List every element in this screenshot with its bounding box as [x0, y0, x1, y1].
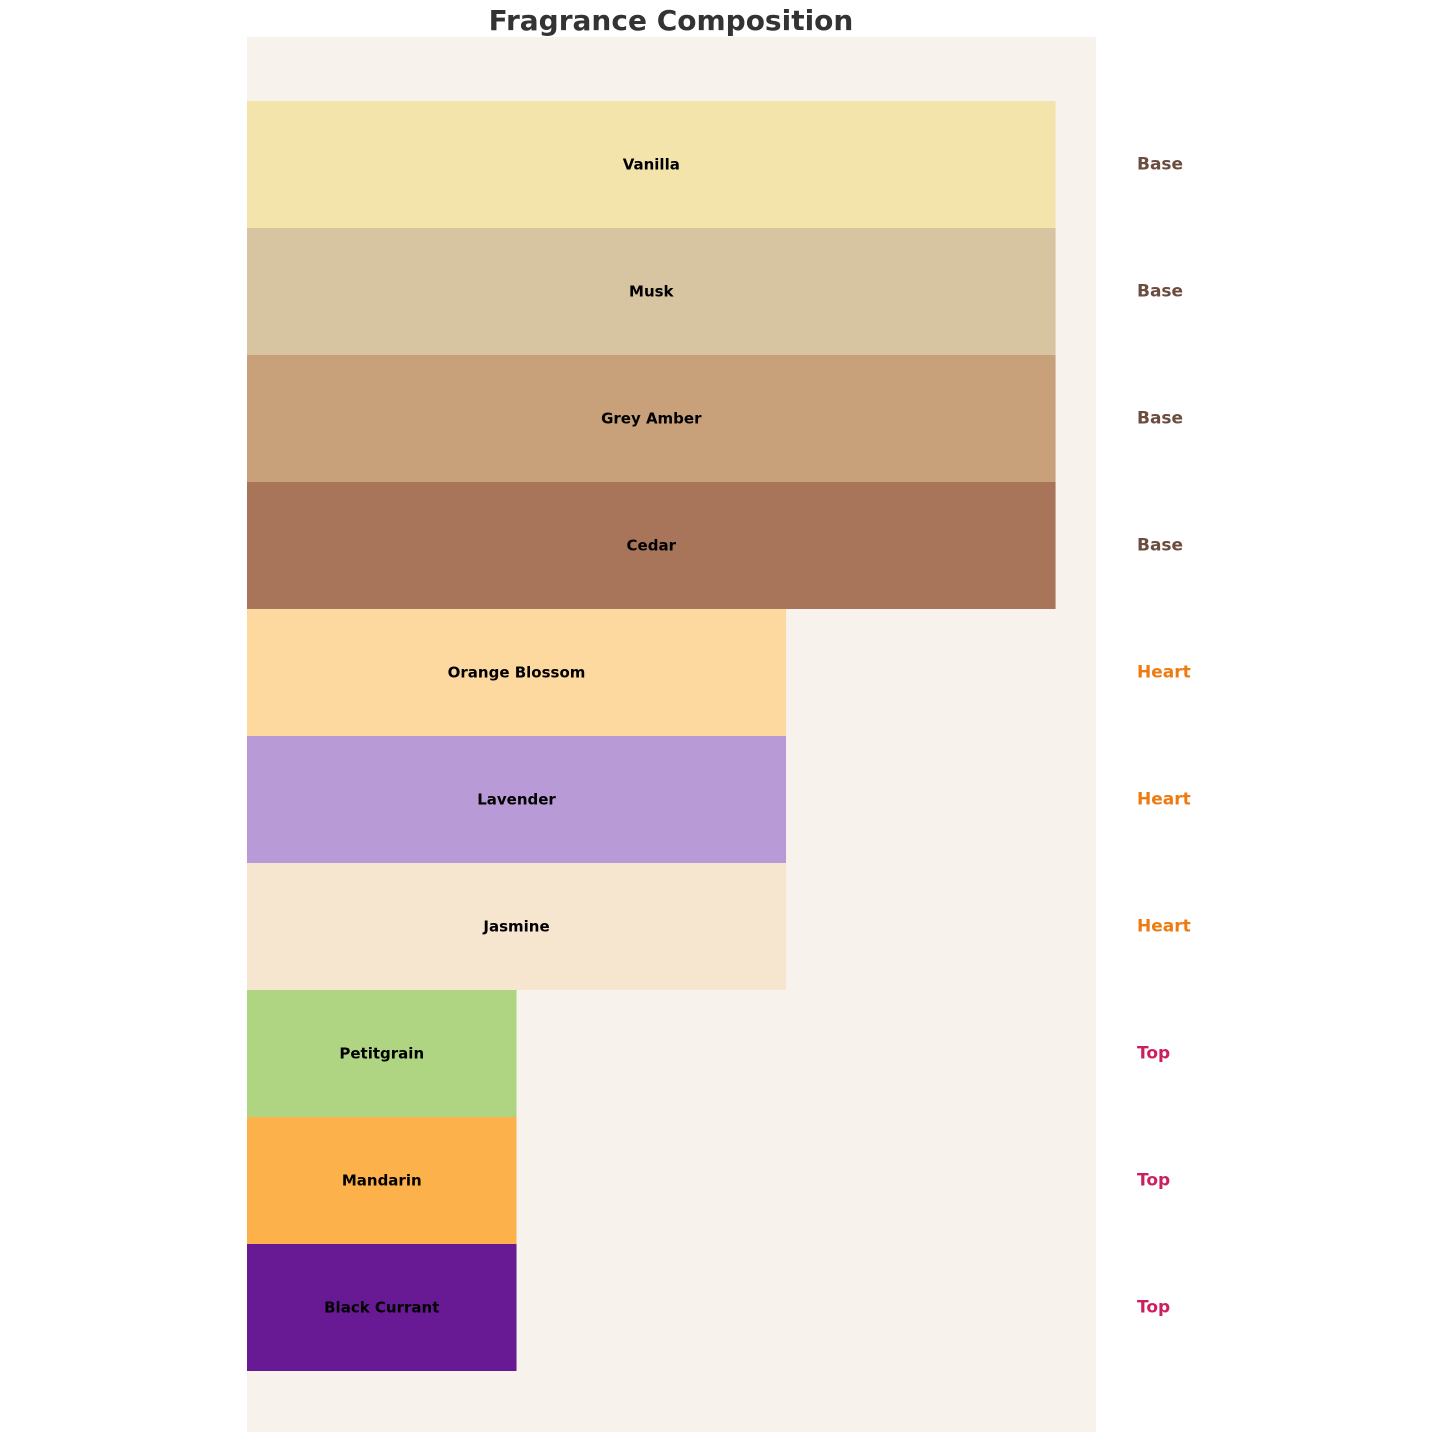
- bar-label-mandarin: Mandarin: [342, 1172, 422, 1190]
- tier-label-musk: Base: [1137, 282, 1183, 302]
- tier-label-grey-amber: Base: [1137, 409, 1183, 429]
- bar-black-currant: [247, 1244, 517, 1371]
- chart-title: Fragrance Composition: [488, 4, 854, 37]
- bar-label-lavender: Lavender: [477, 791, 556, 809]
- bar-orange-blossom: [247, 609, 787, 736]
- bar-label-petitgrain: Petitgrain: [339, 1045, 424, 1063]
- tier-label-petitgrain: Top: [1137, 1044, 1170, 1064]
- bar-label-black-currant: Black Currant: [324, 1299, 439, 1317]
- tier-label-orange-blossom: Heart: [1137, 663, 1191, 683]
- bar-label-musk: Musk: [629, 283, 675, 301]
- bar-mandarin: [247, 1117, 517, 1244]
- bar-jasmine: [247, 863, 787, 990]
- tier-label-vanilla: Base: [1137, 155, 1183, 175]
- tier-label-cedar: Base: [1137, 536, 1183, 556]
- tier-label-jasmine: Heart: [1137, 917, 1191, 937]
- bar-musk: [247, 228, 1056, 355]
- bar-label-cedar: Cedar: [627, 537, 677, 555]
- bar-grey-amber: [247, 355, 1056, 482]
- bar-vanilla: [247, 101, 1056, 228]
- bar-cedar: [247, 482, 1056, 609]
- bar-petitgrain: [247, 990, 517, 1117]
- bar-label-vanilla: Vanilla: [623, 156, 680, 174]
- tier-label-mandarin: Top: [1137, 1171, 1170, 1191]
- bar-label-orange-blossom: Orange Blossom: [448, 664, 586, 682]
- bar-label-jasmine: Jasmine: [482, 918, 549, 936]
- tier-label-black-currant: Top: [1137, 1298, 1170, 1318]
- bar-label-grey-amber: Grey Amber: [601, 410, 702, 428]
- tier-label-lavender: Heart: [1137, 790, 1191, 810]
- bar-lavender: [247, 736, 787, 863]
